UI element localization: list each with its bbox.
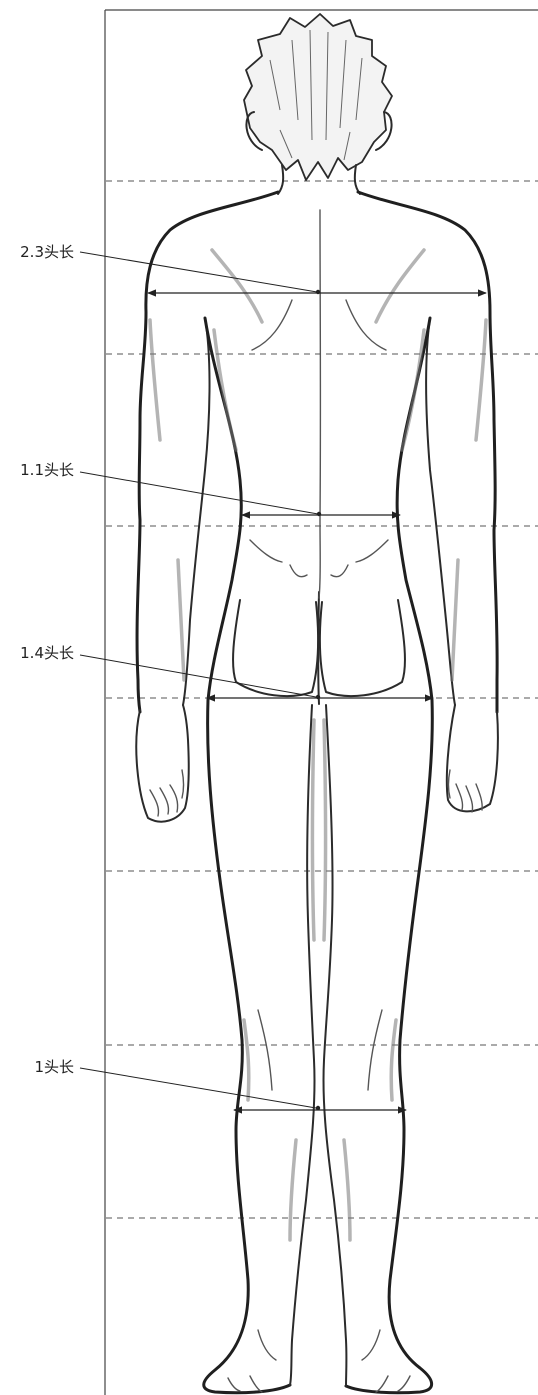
left-scapula-shade: [212, 250, 262, 322]
hip-leader-line: [80, 655, 316, 697]
thigh-inner-shade: [313, 720, 326, 940]
shoulder-leader-line: [80, 252, 317, 292]
knee-leader-line: [80, 1068, 316, 1108]
waist-crease-right: [356, 540, 388, 562]
waist-leader-line: [80, 472, 318, 514]
gluteal-cleft: [318, 592, 319, 704]
shoulder-width-label: 2.3头长: [20, 243, 74, 261]
measurement-waist: 1.1头长: [20, 461, 400, 516]
left-toes: [228, 1376, 262, 1392]
left-buttock: [233, 600, 318, 696]
right-toes: [376, 1376, 410, 1392]
right-arm-inner: [426, 318, 455, 705]
knee-width-label: 1头长: [34, 1058, 74, 1076]
hip-width-label: 1.4头长: [20, 644, 74, 662]
waist-width-label: 1.1头长: [20, 461, 74, 479]
left-hand: [136, 705, 189, 822]
arm-shade-left: [150, 320, 184, 680]
right-hand: [447, 705, 498, 811]
right-hand-fingers: [449, 770, 483, 812]
human-figure-back-view: [136, 14, 498, 1393]
measurement-knees: 1头长: [34, 1058, 406, 1110]
right-calf-shade: [344, 1020, 396, 1240]
left-arm-inner: [183, 318, 210, 705]
right-lat-shade: [402, 330, 424, 450]
right-ankle: [362, 1330, 380, 1360]
lower-back-dimple-left: [290, 565, 307, 577]
hip-midpoint-dot: [316, 695, 320, 699]
left-knee-back: [258, 1010, 272, 1090]
measurement-hips: 1.4头长: [20, 644, 433, 699]
hair: [244, 14, 392, 180]
neck-left: [278, 165, 283, 194]
shoulder-midpoint-dot: [316, 290, 320, 294]
spine-line: [319, 210, 320, 598]
right-scapula-shade: [376, 250, 424, 322]
left-body-outline: [204, 318, 290, 1393]
left-lat-shade: [214, 330, 236, 450]
right-knee-back: [368, 1010, 382, 1090]
waist-crease-left: [250, 540, 282, 562]
waist-midpoint-dot: [317, 512, 321, 516]
arm-shade-right: [452, 320, 486, 680]
knee-midpoint-dot: [316, 1106, 320, 1110]
right-scapula: [346, 300, 386, 350]
left-hand-fingers: [150, 770, 184, 816]
left-scapula: [252, 300, 292, 350]
left-calf-shade: [244, 1020, 296, 1240]
left-ankle: [258, 1330, 276, 1360]
neck-right: [355, 165, 360, 194]
lower-back-dimple-right: [331, 565, 348, 577]
right-buttock: [320, 600, 405, 696]
right-arm-outer: [358, 192, 497, 712]
measurement-shoulders: 2.3头长: [20, 243, 486, 294]
right-body-outline: [346, 318, 432, 1393]
